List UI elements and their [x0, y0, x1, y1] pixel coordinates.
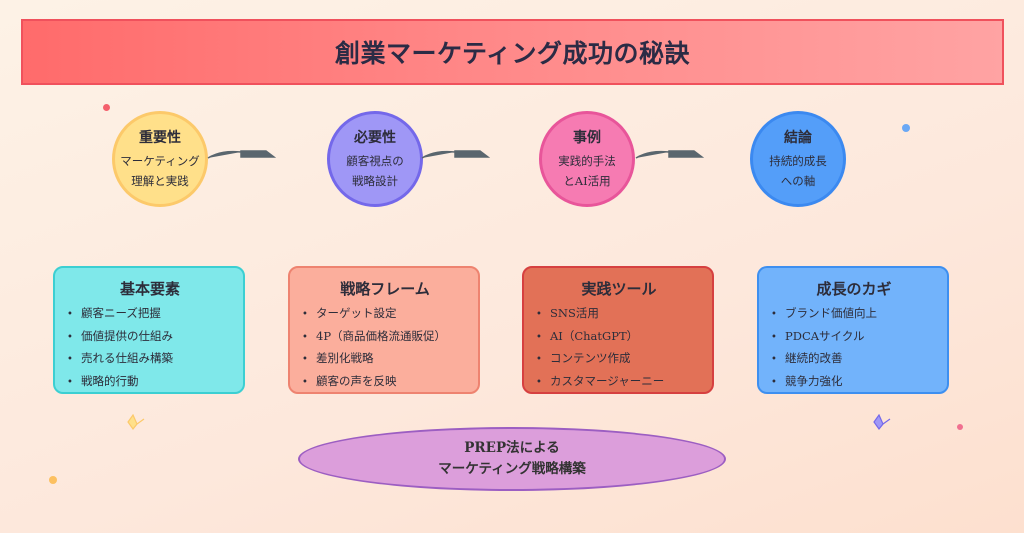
arrow-icon — [635, 150, 704, 159]
decorative-dot — [957, 424, 963, 430]
circle-case-study: 事例 実践的手法 とAI活用 — [539, 111, 635, 207]
card-item: カスタマージャーニー — [536, 371, 702, 394]
card-item: 顧客の声を反映 — [302, 371, 468, 394]
ellipse-line: PREP法による — [464, 440, 560, 456]
circle-title: 結論 — [784, 130, 812, 146]
card-item: コンテンツ作成 — [536, 348, 702, 371]
card-item: SNS活用 — [536, 303, 702, 326]
arrow-icon — [207, 150, 276, 159]
card-item: 継続的改善 — [771, 348, 937, 371]
decorative-shape-icon — [127, 414, 145, 430]
card-item: 競争力強化 — [771, 371, 937, 394]
circle-line: への軸 — [780, 174, 816, 188]
decorative-dot — [103, 104, 110, 111]
circle-line: マーケティング — [120, 154, 200, 168]
card-basics: 基本要素 顧客ニーズ把握 価値提供の仕組み 売れる仕組み構築 戦略的行動 — [53, 266, 245, 394]
arrow-icon — [421, 150, 490, 159]
card-item: 売れる仕組み構築 — [67, 348, 233, 371]
card-title: 実践ツール — [581, 280, 657, 298]
circle-importance: 重要性 マーケティング 理解と実践 — [112, 111, 208, 207]
circle-line: 実践的手法 — [558, 154, 616, 168]
circle-line: とAI活用 — [563, 174, 611, 188]
circle-title: 重要性 — [139, 130, 181, 146]
card-item: 顧客ニーズ把握 — [67, 303, 233, 326]
circle-line: 戦略設計 — [352, 174, 398, 188]
circle-line: 顧客視点の — [346, 154, 404, 168]
diagram-title: 創業マーケティング成功の秘訣 — [334, 39, 690, 68]
card-item: ターゲット設定 — [302, 303, 468, 326]
card-title: 基本要素 — [119, 280, 180, 298]
card-item: 価値提供の仕組み — [67, 326, 233, 349]
circle-title: 事例 — [573, 130, 601, 146]
card-item: 差別化戦略 — [302, 348, 468, 371]
circle-conclusion: 結論 持続的成長 への軸 — [750, 111, 846, 207]
card-item: ブランド価値向上 — [771, 303, 937, 326]
ellipse-line: マーケティング戦略構築 — [438, 461, 586, 477]
card-item: AI（ChatGPT） — [536, 326, 702, 349]
decorative-dot — [49, 476, 57, 484]
decorative-dot — [902, 124, 910, 132]
circle-line: 持続的成長 — [769, 154, 827, 168]
card-item: 4P（商品価格流通販促） — [302, 326, 468, 349]
card-growth-keys: 成長のカギ ブランド価値向上 PDCAサイクル 継続的改善 競争力強化 — [757, 266, 949, 394]
card-strategy-framework: 戦略フレーム ターゲット設定 4P（商品価格流通販促） 差別化戦略 顧客の声を反… — [288, 266, 480, 394]
title-banner: 創業マーケティング成功の秘訣 — [21, 19, 1004, 85]
card-item: 戦略的行動 — [67, 371, 233, 394]
circle-line: 理解と実践 — [131, 174, 189, 188]
card-practical-tools: 実践ツール SNS活用 AI（ChatGPT） コンテンツ作成 カスタマージャー… — [522, 266, 714, 394]
card-item: PDCAサイクル — [771, 326, 937, 349]
card-title: 戦略フレーム — [340, 280, 430, 298]
circle-title: 必要性 — [354, 130, 396, 146]
prep-method-ellipse: PREP法による マーケティング戦略構築 — [298, 427, 726, 491]
card-title: 成長のカギ — [816, 280, 892, 298]
decorative-shape-icon — [873, 414, 891, 430]
circle-necessity: 必要性 顧客視点の 戦略設計 — [327, 111, 423, 207]
